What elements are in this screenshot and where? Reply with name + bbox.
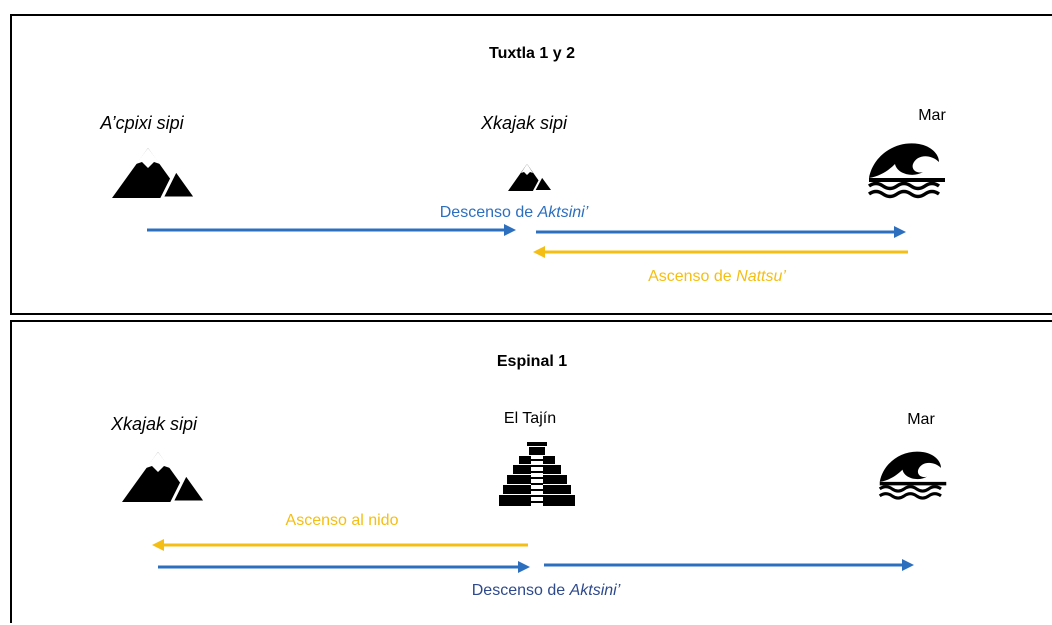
arrows-layer [152,539,914,573]
pyramid-icon [499,442,575,506]
place-label-left: A’cpixi sipi [100,113,184,133]
ascent-label: Ascenso al nido [285,512,399,529]
place-label-right: Mar [907,411,935,428]
panel-espinal: Espinal 1 Xkajak sipi El Tajín Mar Ascen… [10,320,1052,623]
descent-label: Descenso de Aktsini’ [472,582,621,600]
descent-prefix: Descenso de [439,204,538,221]
place-label-right: Mar [918,107,946,124]
place-label-left: Xkajak sipi [110,414,198,434]
blue-arrow-right [544,559,914,571]
descent-label: Descenso de Aktsini’ [440,204,589,222]
descent-prefix: Descenso de [471,582,570,599]
place-label-center: Xkajak sipi [480,113,568,133]
descent-name: Aktsini’ [569,582,621,599]
yellow-arrow [533,246,908,258]
descent-name: Aktsini’ [537,204,589,221]
mountain-icon [122,452,208,504]
mountain-small-icon [508,164,554,192]
panel-title: Tuxtla 1 y 2 [489,45,575,62]
blue-arrow-left [147,224,516,236]
yellow-arrow [152,539,528,551]
wave-icon [867,143,945,199]
wave-icon [878,451,947,500]
panel-title: Espinal 1 [496,353,568,370]
ascent-name: Nattsu’ [736,268,786,285]
blue-arrow-left [158,561,530,573]
mountain-icon [112,148,198,200]
ascent-label: Ascenso de Nattsu’ [648,268,786,286]
blue-arrow-right [536,226,906,238]
place-label-center: El Tajín [503,410,557,427]
arrows-layer [147,224,908,258]
panel-tuxtla: Tuxtla 1 y 2 A’cpixi sipi Xkajak sipi Ma… [10,14,1052,315]
ascent-prefix: Ascenso de [648,268,737,285]
